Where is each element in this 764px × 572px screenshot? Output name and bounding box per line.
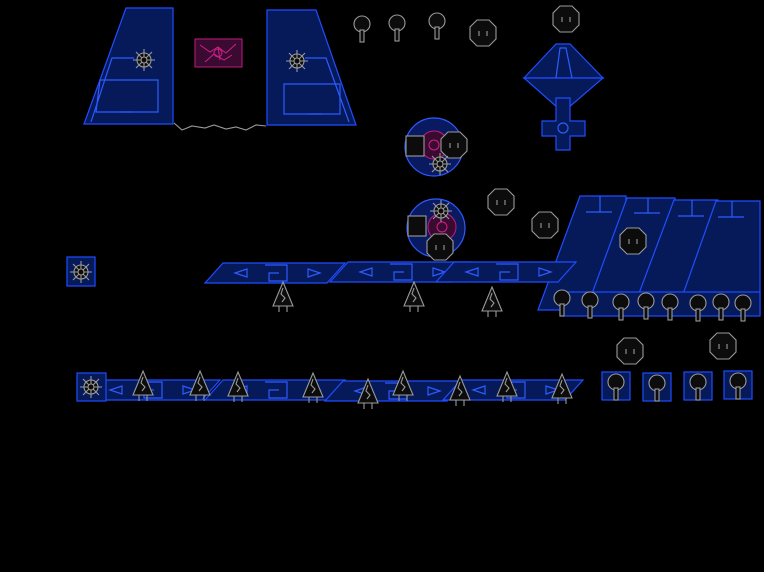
right-tower <box>266 9 357 126</box>
gear-box <box>76 372 107 402</box>
rock-icon <box>616 337 644 365</box>
tree-icon <box>272 281 294 313</box>
right-wall <box>537 195 761 317</box>
gear-icon <box>132 48 156 72</box>
portal-top <box>404 117 468 177</box>
rock-icon <box>531 211 559 239</box>
gear-icon <box>428 152 452 176</box>
rock-icon <box>709 332 737 360</box>
tree-icon <box>481 286 503 318</box>
mushroom-box <box>643 373 671 401</box>
left-tower <box>83 7 174 125</box>
rock-icon <box>440 131 468 159</box>
mushroom-icon <box>353 15 371 43</box>
tree-icon <box>403 281 425 313</box>
gear-icon <box>285 49 309 73</box>
cross-icon <box>541 97 586 151</box>
mushroom-icon <box>428 12 446 40</box>
gear-box <box>66 256 96 287</box>
rock-icon <box>426 233 454 261</box>
portal-bottom <box>406 198 466 261</box>
crack-line <box>173 122 267 131</box>
mushroom-box <box>724 371 752 399</box>
crystal-icon <box>522 43 605 109</box>
mushroom-icon <box>388 14 406 42</box>
rock-icon <box>469 19 497 47</box>
mushroom-icon <box>734 294 752 322</box>
lava-tile-icon <box>194 38 243 68</box>
mushroom-box <box>684 372 712 400</box>
rock-icon <box>619 227 647 255</box>
gear-icon <box>69 260 93 284</box>
mushroom-icon <box>689 294 707 322</box>
rock-icon <box>552 5 580 33</box>
mushroom-box <box>602 372 630 400</box>
rock-icon <box>487 188 515 216</box>
middle-bridge <box>204 261 577 284</box>
gear-icon <box>79 375 103 399</box>
gear-icon <box>429 199 453 223</box>
